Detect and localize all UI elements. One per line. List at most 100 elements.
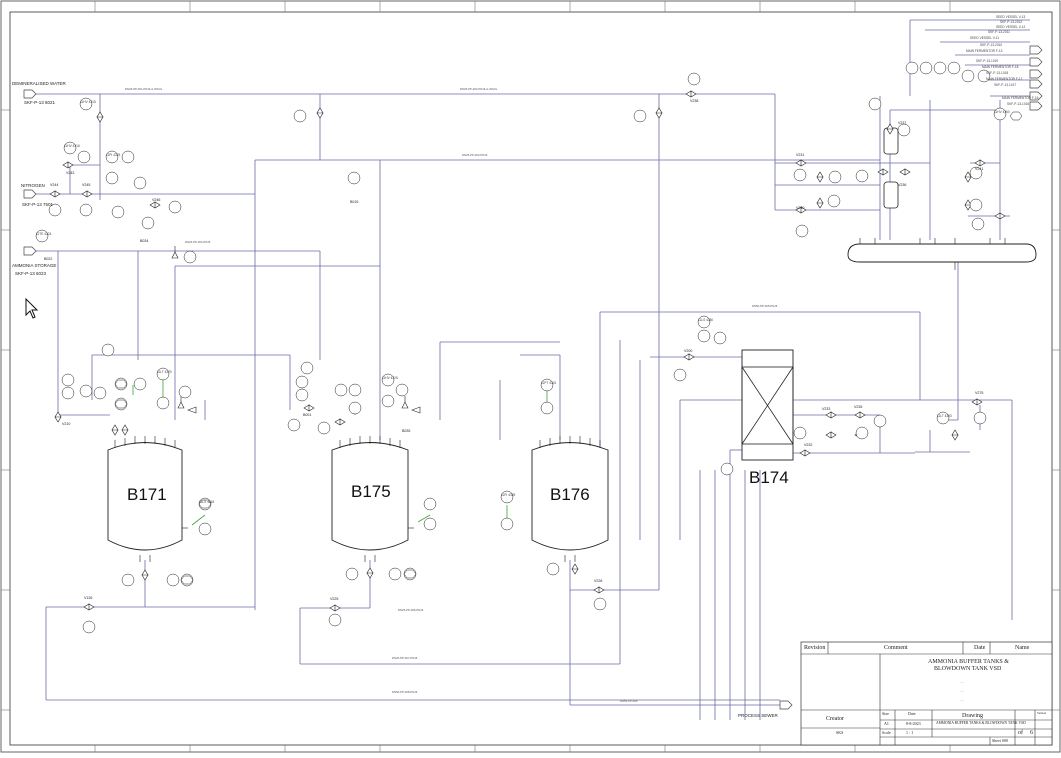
svg-text:DN50-PP-009: DN50-PP-009 [620, 699, 638, 703]
tank-b175-label: B175 [351, 482, 391, 501]
valve-tag: V235 [854, 405, 863, 409]
destination-label: SKF-P-13-1016 [1007, 102, 1030, 106]
title-block-scale-label: Scale [882, 730, 891, 735]
valve-tag: V238 [690, 99, 699, 103]
svg-text:DN50-PP-008-PN16: DN50-PP-008-PN16 [392, 690, 418, 694]
instrument-tag: 11PI 4323 [106, 153, 121, 157]
instrument-tag: 11HV 4315 [80, 100, 96, 104]
safety-valve-tag: B015 [350, 200, 359, 204]
title-block-drawing-label: Drawing [962, 713, 983, 719]
demin-water-ref: SKF-P-13 6021 [24, 100, 56, 105]
title-block-date: Date [974, 645, 986, 651]
svg-text:.....: ..... [960, 680, 965, 684]
title-block-size-value: A1 [884, 721, 889, 726]
title-block-comment: Comment [884, 645, 908, 651]
destination-label: MAIN FERMENTOR F-16 [1002, 96, 1039, 100]
valve-tag: V225 [330, 597, 339, 601]
nitrogen-label: NITROGEN [21, 183, 45, 188]
svg-text:DN25-PP-003-PN16: DN25-PP-003-PN16 [462, 153, 488, 157]
safety-valve-tag: B034 [140, 239, 149, 243]
valve-tag: V245 [82, 183, 91, 187]
title-block-sheet-value: 000 [1002, 738, 1008, 743]
destination-label: MAIN FERMENTOR F-17 [986, 77, 1023, 81]
inner-frame [9, 11, 1053, 746]
title-block-of-label: of [1018, 730, 1023, 736]
inlet-arrows [23, 45, 1043, 710]
title-block-creator-value: SKS [836, 730, 844, 735]
instrument-tag: 11HV 4360 [994, 110, 1010, 114]
destination-label: SKF-P-13-1017 [994, 83, 1017, 87]
svg-text:.....: ..... [960, 689, 965, 693]
safety-valve-tag: B001 [303, 413, 312, 417]
title-block-of-value: 6 [1030, 730, 1033, 736]
valve-tag: V244 [50, 183, 59, 187]
column-b174[interactable] [741, 349, 794, 461]
title-block-sheet-label: Sheet [992, 738, 1001, 743]
destination-label: MAIN FERMENTOR F-13 [966, 49, 1003, 53]
destination-label: SEED VESSEL V-11 [970, 36, 1000, 40]
instrument-tag: 11TE 4324 [36, 232, 52, 236]
svg-text:DN50-PP-005-PN16: DN50-PP-005-PN16 [752, 304, 778, 308]
valve-tag: V240 [796, 206, 805, 210]
instrument-tag: 11PI 4325 [501, 493, 516, 497]
title-block-date-label: Date [908, 711, 916, 716]
destination-label: SEED VESSEL V-13 [996, 15, 1026, 19]
svg-text:DN25-PP-007-PN16: DN25-PP-007-PN16 [392, 656, 418, 660]
tank-b176-label: B176 [550, 485, 590, 504]
instrument-tag: 11LS 4350 [698, 318, 714, 322]
destination-label: SKF-P-13-1018 [986, 71, 1009, 75]
instrument-tag: 11PT 4331 [541, 381, 557, 385]
destination-label: SEED VESSEL V-12 [996, 25, 1026, 29]
title-block-title-line1: AMMONIA BUFFER TANKS & [928, 659, 1009, 665]
title-block-name: Name [1015, 645, 1030, 651]
instrument-tag: 11LT 4353 [937, 414, 952, 418]
title-block-title-line2: BLOWDOWN TANK VSD [934, 666, 1002, 672]
filter-vessels [883, 127, 899, 209]
svg-text:DN25-PP-006-PN16: DN25-PP-006-PN16 [398, 608, 424, 612]
nitrogen-ref: SKF-P-13 7501 [22, 202, 54, 207]
title-block-creator-label: Creator [826, 716, 844, 722]
svg-text:DN25-PP-001-PN16-A-INSUL: DN25-PP-001-PN16-A-INSUL [125, 87, 163, 91]
svg-text:DN25-PP-004-PN16: DN25-PP-004-PN16 [185, 240, 211, 244]
valve-tag: V231 [796, 153, 805, 157]
valve-tag: V246 [152, 198, 161, 202]
instrument-tag: 11LT 4320 [157, 370, 172, 374]
safety-valve-tag: B022 [44, 257, 53, 261]
destination-label: SKF-P-13-2010 [980, 43, 1003, 47]
title-block-drawing-value: AMMONIA BUFFER TANKS & BLOWDOWN TANK VSD [936, 721, 1026, 725]
title-block-version-label: Version [1037, 711, 1047, 715]
valve-tag: V228 [594, 579, 603, 583]
valve-tag: V233 [822, 407, 831, 411]
tank-b171[interactable] [107, 442, 183, 551]
valve-tag: V236 [898, 183, 907, 187]
destination-label: SKF-P-13-2012 [1000, 20, 1023, 24]
title-block-scale-value: 1 : 1 [906, 730, 914, 735]
svg-text:DN25-PP-002-PN16-A-INSUL: DN25-PP-002-PN16-A-INSUL [460, 87, 498, 91]
column-b174-label: B174 [749, 468, 789, 487]
mouse-cursor-icon [25, 298, 39, 319]
valve-tag: V243 [66, 171, 75, 175]
valve-tag: V237 [898, 121, 907, 125]
demin-water-label: DEMINERALISED WATER [12, 81, 66, 86]
ammonia-storage-label: AMMONIA STORAGE [12, 263, 57, 268]
tank-nozzles [114, 238, 1006, 562]
instrument-tag: 11LS 4318 [199, 500, 215, 504]
valve-tag: V126 [84, 596, 93, 600]
valve-tag: V210 [62, 422, 71, 426]
destination-label: SKF-P-13-2011 [988, 30, 1010, 34]
valve-tag: V232 [804, 443, 813, 447]
destination-label: MAIN FERMENTOR F-18 [982, 65, 1019, 69]
instrument-tag: 11HV 4326 [382, 376, 398, 380]
title-block-revision: Revision [804, 645, 826, 651]
tank-b175[interactable] [331, 442, 409, 551]
valve-tag: V275 [975, 391, 984, 395]
line-numbers: DN25-PP-001-PN16-A-INSUL DN25-PP-002-PN1… [125, 87, 778, 703]
receiver-vessel[interactable] [847, 243, 1037, 263]
instrument-tag: 11HV 4316 [64, 144, 80, 148]
tank-b176[interactable] [531, 442, 609, 551]
safety-valve-tag: B035 [402, 429, 411, 433]
